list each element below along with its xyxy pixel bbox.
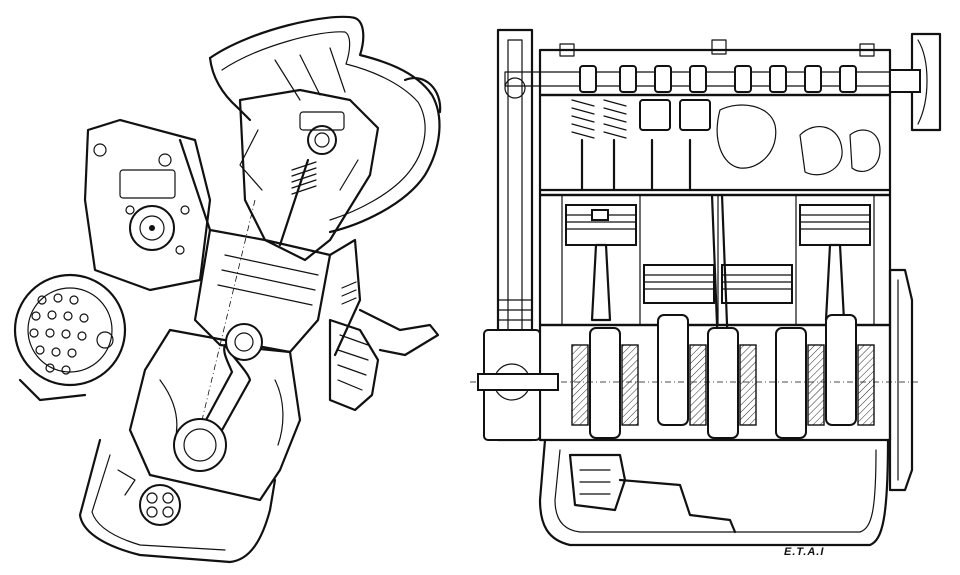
alternator bbox=[13, 273, 127, 402]
longitudinal-section-view bbox=[470, 28, 942, 547]
cam-cover bbox=[504, 39, 906, 97]
intake-manifold bbox=[208, 15, 442, 234]
piston-4 bbox=[799, 204, 871, 322]
transverse-section-view bbox=[13, 15, 442, 564]
cylinder-block bbox=[178, 138, 362, 471]
crankshaft bbox=[470, 314, 920, 442]
piston-2 bbox=[643, 264, 715, 304]
camshaft-pulley bbox=[889, 32, 942, 132]
drawing-credit: E.T.A.I bbox=[784, 546, 825, 558]
timing-belt-cover bbox=[477, 28, 559, 442]
piston-3 bbox=[710, 193, 793, 352]
flywheel bbox=[888, 268, 914, 492]
crankcase bbox=[128, 323, 302, 502]
oil-pan-left bbox=[78, 438, 277, 564]
cylinder-head bbox=[238, 88, 380, 262]
oil-pan-right bbox=[538, 438, 890, 547]
timing-gear-assembly bbox=[83, 118, 212, 292]
cylinder-head-long bbox=[538, 93, 892, 197]
piston-1 bbox=[565, 204, 637, 322]
exhaust-outlet bbox=[328, 281, 440, 412]
